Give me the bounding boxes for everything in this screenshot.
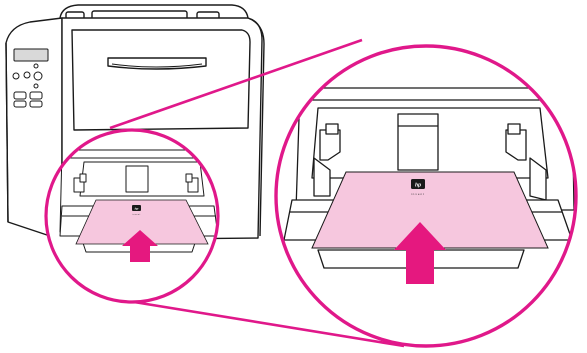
lcd-display xyxy=(13,48,49,62)
panel-button xyxy=(13,100,27,108)
hp-logo-icon xyxy=(411,179,425,189)
paper-brand-tagline: invent xyxy=(411,192,425,196)
hp-logo-icon xyxy=(132,205,141,211)
panel-button xyxy=(33,63,39,69)
large-tray-callout: hp invent xyxy=(274,44,578,348)
panel-button xyxy=(13,91,27,100)
paper-brand-tagline: invent xyxy=(132,213,140,216)
panel-button xyxy=(33,83,39,89)
control-panel xyxy=(12,48,49,108)
panel-button xyxy=(33,71,43,81)
paper-sheet-small: hp invent xyxy=(75,199,209,262)
paper-brand-mark: hp xyxy=(135,207,139,211)
panel-button xyxy=(29,91,43,100)
panel-button xyxy=(29,100,43,108)
panel-button xyxy=(12,72,20,80)
arrow-up-icon xyxy=(394,222,446,284)
paper-sheet-large: hp invent xyxy=(311,171,549,284)
callout-connector-lines xyxy=(109,38,405,348)
panel-button xyxy=(23,71,31,79)
small-tray-callout: hp invent xyxy=(44,128,220,304)
paper-brand-mark: hp xyxy=(415,183,421,189)
arrow-up-icon xyxy=(122,230,158,262)
